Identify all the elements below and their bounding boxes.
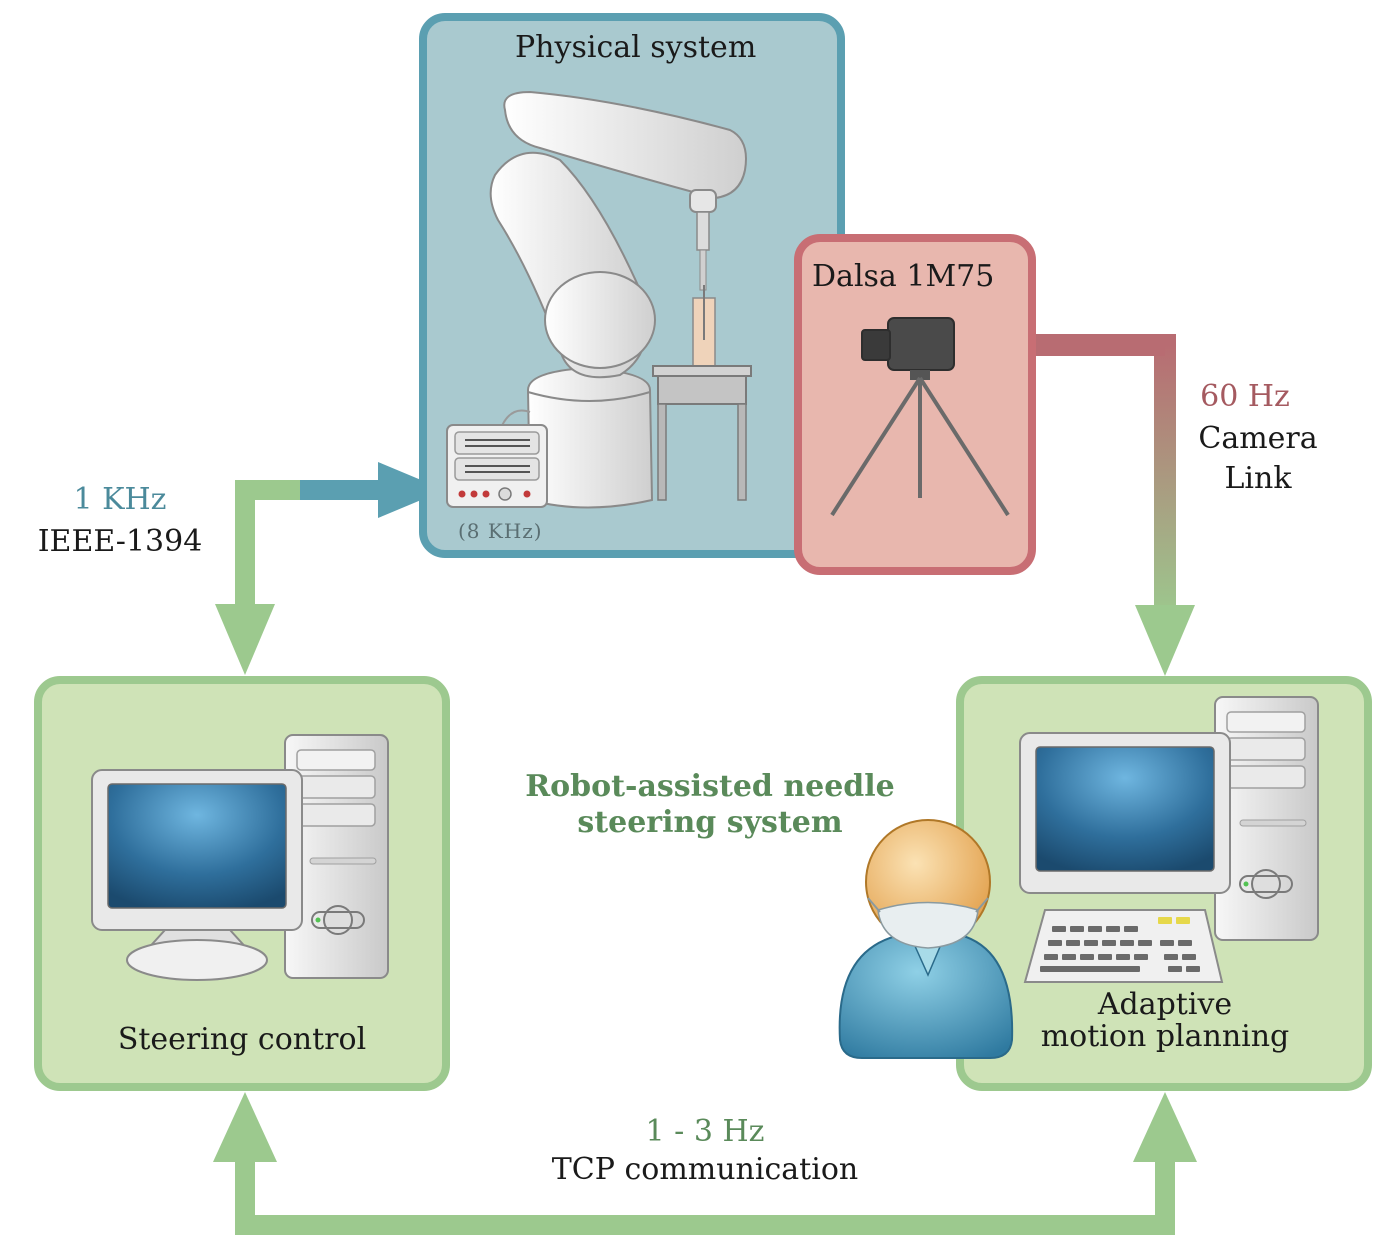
- camera-illustration: [830, 317, 1010, 517]
- steering-computer-illustration: [91, 734, 389, 981]
- motion-planning-label-line2: motion planning: [1040, 1019, 1290, 1054]
- robot-arm-illustration: [489, 90, 752, 509]
- camera-link-label-line2: Link: [1224, 461, 1292, 496]
- ieee1394-arrow: [215, 462, 445, 675]
- ieee-rate-label: 1 KHz: [73, 482, 167, 517]
- planning-computer-illustration: [1019, 696, 1319, 983]
- surgeon-figure: [838, 819, 1014, 1059]
- steering-control-label: Steering control: [117, 1022, 367, 1057]
- ieee-protocol-label: IEEE-1394: [37, 524, 203, 559]
- camera-title: Dalsa 1M75: [812, 259, 995, 294]
- tcp-protocol-label: TCP communication: [551, 1152, 859, 1187]
- camera-link-label-line1: Camera: [1198, 421, 1318, 456]
- tcp-arrow: [213, 1092, 1197, 1235]
- system-title-line2: steering system: [577, 805, 843, 840]
- camera-box: [794, 234, 1036, 575]
- system-title-line1: Robot-assisted needle: [525, 769, 895, 804]
- physical-system-title: Physical system: [515, 30, 757, 65]
- robot-controller-unit: [446, 424, 548, 508]
- tcp-rate-label: 1 - 3 Hz: [645, 1114, 765, 1149]
- controller-rate-label: (8 KHz): [458, 519, 543, 543]
- motion-planning-label-line1: Adaptive: [1097, 987, 1233, 1022]
- camera-link-rate-label: 60 Hz: [1200, 379, 1290, 414]
